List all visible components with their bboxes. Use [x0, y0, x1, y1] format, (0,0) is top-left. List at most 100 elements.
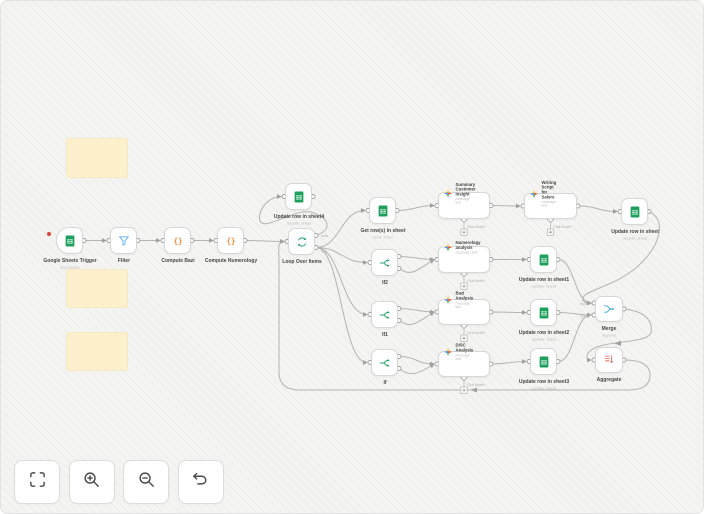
plus-icon [462, 230, 466, 234]
sheets-icon [63, 234, 77, 248]
gemini-icon [443, 188, 453, 198]
connection-wire [315, 247, 368, 317]
port-label: Chat Model* [467, 383, 486, 387]
fit-view-button[interactable] [14, 460, 60, 504]
node-title: Bazi Analysis [455, 290, 474, 301]
svg-text:{}: {} [173, 236, 182, 245]
sheets-icon [537, 355, 551, 369]
connection-wire [490, 203, 521, 209]
code-icon: {} [224, 234, 238, 248]
node-title: Numerology analysis [455, 239, 481, 250]
sticky-note[interactable] [66, 138, 128, 178]
node-loop[interactable]: Loop Over Items [282, 228, 321, 265]
node-title: DISC Analysis [455, 342, 474, 353]
connection-wires [83, 194, 660, 391]
connection-wire [315, 247, 368, 265]
gemini-icon [443, 295, 453, 305]
svg-text:{}: {} [226, 236, 235, 245]
zoom-out-icon [137, 470, 156, 494]
loop-icon [295, 235, 309, 249]
plus-icon [462, 388, 466, 392]
node-subtitle: message: text [455, 301, 471, 309]
port-label: loop [321, 250, 327, 254]
plus-icon [462, 336, 466, 340]
connection-wire [582, 211, 660, 306]
connection-wire [315, 247, 368, 365]
port-label: Chat Model* [467, 331, 486, 335]
if-icon [378, 308, 392, 322]
node-filter[interactable]: Filter [110, 227, 137, 264]
sticky-note[interactable] [66, 269, 128, 308]
connection-wire [396, 203, 435, 211]
node-subtitle: message: text [455, 353, 471, 361]
sheets-icon [292, 190, 306, 204]
connection-wire [557, 259, 592, 306]
connection-wire [398, 308, 435, 315]
node-title: Summary Customer Insight [455, 181, 476, 196]
node-subtitle: message: text [455, 197, 471, 205]
connection-wire [315, 208, 366, 248]
node-computeNumerology[interactable]: {}Compute Numerology [204, 227, 257, 264]
node-if0[interactable]: If [371, 349, 398, 386]
node-if2[interactable]: If2 [371, 249, 398, 286]
port-label: Chat Model* [467, 225, 486, 229]
gemini-icon [443, 347, 453, 357]
connection-wire [398, 363, 435, 375]
connection-wire [278, 239, 651, 391]
node-computeBazi[interactable]: {}Compute Bazi [161, 227, 194, 264]
connection-wire [577, 205, 618, 214]
gemini-icon [529, 189, 539, 199]
port-label: Input 1 [580, 302, 590, 306]
undo-button[interactable] [177, 460, 224, 504]
undo-icon [191, 470, 210, 494]
node-aggregate[interactable]: Aggregate [595, 347, 623, 383]
connection-wire [586, 308, 652, 363]
node-ports [81, 194, 652, 371]
zoom-out-button[interactable] [123, 460, 169, 504]
plus-icon [462, 284, 466, 288]
connection-wire [490, 309, 527, 315]
sticky-note[interactable] [66, 332, 128, 371]
node-subtitle: message: text [455, 250, 478, 255]
connection-wire [398, 259, 435, 273]
connection-wire [244, 238, 285, 244]
sheets-icon [537, 306, 551, 320]
port-label: done [321, 234, 329, 238]
gemini-icon [443, 242, 453, 252]
connection-wire [557, 312, 592, 362]
zoom-in-button[interactable] [68, 460, 115, 504]
connection-wire [398, 311, 435, 325]
aggregate-icon [602, 353, 616, 367]
node-if1[interactable]: If1 [371, 301, 398, 338]
if-icon [378, 356, 392, 370]
connection-wire [398, 356, 435, 367]
port-label: Input 2 [580, 315, 590, 319]
zoom-in-icon [82, 470, 101, 494]
connection-wire [490, 359, 527, 365]
code-icon: {} [171, 234, 185, 248]
port-label: Chat Model* [467, 279, 486, 283]
connection-wire [259, 194, 328, 236]
filter-icon [117, 234, 131, 248]
fit-view-icon [28, 470, 47, 494]
node-subtitle: message: text [541, 200, 557, 208]
sheets-icon [376, 204, 390, 218]
sheets-icon [537, 253, 551, 267]
if-icon [378, 256, 392, 270]
